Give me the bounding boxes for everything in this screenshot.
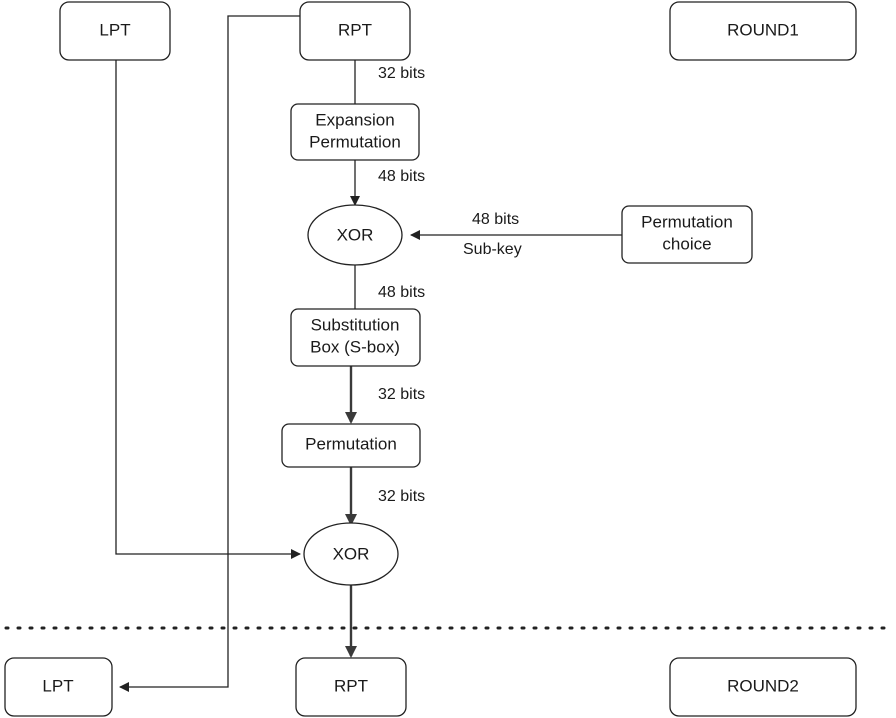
node-label: XOR [333, 544, 370, 563]
node-label: LPT [42, 676, 73, 695]
node-label: RPT [338, 20, 372, 39]
node-label-line1: Substitution [311, 315, 400, 334]
edge-label-subkey-bits: 48 bits [472, 211, 519, 228]
node-label: XOR [337, 225, 374, 244]
node-label-line2: Permutation [309, 132, 401, 151]
node-label: LPT [99, 20, 130, 39]
rpt-to-lpt-swap-arrow [119, 15, 300, 692]
lpt-to-xor-arrow [115, 60, 301, 559]
node-label: Permutation [305, 434, 397, 453]
node-substitution-box: Substitution Box (S-box) [290, 308, 421, 367]
node-label: ROUND2 [727, 676, 799, 695]
node-rpt-top: RPT [299, 1, 411, 61]
node-round2: ROUND2 [669, 657, 857, 717]
edge-labels: 32 bits 48 bits 48 bits Sub-key 48 bits … [378, 65, 522, 505]
connectors [115, 15, 622, 692]
node-label-line1: Permutation [641, 212, 733, 231]
node-label: ROUND1 [727, 20, 799, 39]
node-round1: ROUND1 [669, 1, 857, 61]
node-lpt-top: LPT [59, 1, 171, 61]
node-lpt-bottom: LPT [4, 657, 113, 717]
node-expansion-permutation: Expansion Permutation [290, 103, 420, 161]
node-permutation-choice: Permutation choice [621, 205, 753, 264]
node-xor-top: XOR [307, 204, 403, 266]
edge-label-subkey-name: Sub-key [463, 241, 522, 258]
node-rpt-bottom: RPT [295, 657, 407, 717]
edge-label-expansion-xor: 48 bits [378, 168, 425, 185]
node-label-line2: choice [662, 234, 711, 253]
edge-label-permutation-xor: 32 bits [378, 488, 425, 505]
edge-label-sbox-permutation: 32 bits [378, 386, 425, 403]
node-label-line2: Box (S-box) [310, 337, 400, 356]
node-xor-bottom: XOR [303, 522, 399, 586]
node-permutation: Permutation [281, 423, 421, 468]
edge-label-rpt-expansion: 32 bits [378, 65, 425, 82]
node-label-line1: Expansion [315, 110, 394, 129]
node-label: RPT [334, 676, 368, 695]
edge-label-xor-sbox: 48 bits [378, 284, 425, 301]
